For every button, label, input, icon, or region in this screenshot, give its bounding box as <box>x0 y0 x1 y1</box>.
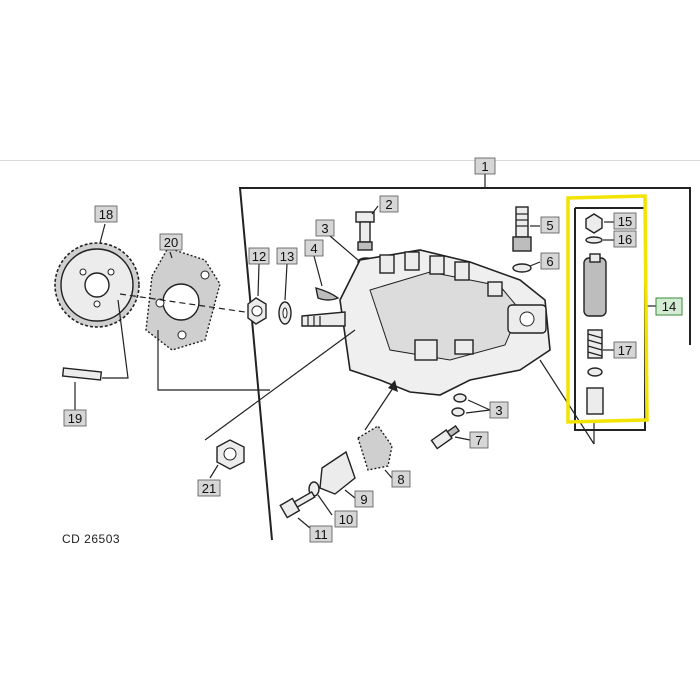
svg-text:16: 16 <box>618 232 632 247</box>
leader-6 <box>529 261 541 267</box>
svg-text:17: 17 <box>618 343 632 358</box>
callout-18: 18 <box>94 205 118 223</box>
leader-21-pump <box>204 329 356 441</box>
gear-nut <box>216 439 245 470</box>
nut-15 <box>585 213 603 234</box>
washer-13 <box>278 301 292 325</box>
svg-text:20: 20 <box>164 235 178 250</box>
callout-2: 2 <box>379 195 399 213</box>
washer-3-lower-a <box>453 393 467 403</box>
shutoff-solenoid-kit <box>574 207 646 431</box>
callout-21: 21 <box>197 479 221 497</box>
callout-7: 7 <box>469 431 489 449</box>
shaft-axis <box>119 293 246 313</box>
svg-text:12: 12 <box>252 249 266 264</box>
callout-4: 4 <box>304 239 324 257</box>
svg-text:2: 2 <box>385 197 392 212</box>
leader-21 <box>209 464 219 479</box>
svg-text:6: 6 <box>546 254 553 269</box>
leader-19b <box>102 299 129 379</box>
callout-6: 6 <box>540 252 560 270</box>
highlight-solenoid <box>566 194 649 424</box>
woodruff-key <box>315 287 340 301</box>
fitting-2 <box>355 211 375 251</box>
leader-9 <box>344 489 356 499</box>
cap-screw <box>279 490 316 519</box>
washer-6 <box>512 263 532 273</box>
callout-15: 15 <box>613 212 637 230</box>
cover-gasket <box>357 425 393 471</box>
nut-12 <box>247 297 267 325</box>
callout-3-top: 3 <box>315 219 335 237</box>
cover-plate <box>319 450 356 495</box>
svg-text:10: 10 <box>339 512 353 527</box>
fitting-5 <box>512 206 532 252</box>
svg-text:21: 21 <box>202 481 216 496</box>
callout-9: 9 <box>354 490 374 508</box>
leader-3b-a <box>467 399 491 411</box>
svg-text:18: 18 <box>99 207 113 222</box>
svg-text:15: 15 <box>618 214 632 229</box>
svg-text:1: 1 <box>481 159 488 174</box>
leader-3b-b <box>465 409 491 414</box>
leader-10 <box>317 494 333 516</box>
callout-11: 11 <box>309 525 333 543</box>
svg-text:3: 3 <box>495 403 502 418</box>
callout-17: 17 <box>613 341 637 359</box>
washer-16 <box>585 236 603 244</box>
arrow-shaft <box>364 384 396 431</box>
callout-3-lower: 3 <box>489 401 509 419</box>
callout-13: 13 <box>276 247 298 265</box>
leader-7 <box>454 436 471 441</box>
callout-20: 20 <box>159 233 183 251</box>
mounting-plate <box>145 247 221 351</box>
svg-text:4: 4 <box>310 241 317 256</box>
svg-text:13: 13 <box>280 249 294 264</box>
leader-8 <box>384 469 393 479</box>
callout-14: 14 <box>655 297 683 316</box>
injection-pump-body <box>301 249 551 396</box>
top-divider <box>0 160 700 161</box>
callout-1: 1 <box>474 157 496 175</box>
washer-3-lower-b <box>451 407 465 417</box>
leader-20 <box>169 251 173 259</box>
callout-5: 5 <box>540 216 560 234</box>
leader-4 <box>313 255 323 287</box>
callout-8: 8 <box>391 470 411 488</box>
solenoid-body <box>583 257 607 317</box>
svg-text:3: 3 <box>321 221 328 236</box>
svg-text:8: 8 <box>397 472 404 487</box>
callout-19: 19 <box>63 409 87 427</box>
svg-text:14: 14 <box>662 299 676 314</box>
arrow-head <box>388 380 398 392</box>
svg-text:9: 9 <box>360 492 367 507</box>
svg-text:7: 7 <box>475 433 482 448</box>
svg-text:19: 19 <box>68 411 82 426</box>
svg-text:5: 5 <box>546 218 553 233</box>
leader-20b <box>157 330 270 391</box>
figure-id: CD 26503 <box>62 532 121 546</box>
leader-18 <box>99 223 106 244</box>
timing-gear <box>54 242 140 328</box>
stud <box>61 367 103 381</box>
leader-12 <box>257 263 260 297</box>
leader-3a <box>329 235 359 261</box>
leader-11 <box>297 517 311 529</box>
callout-16: 16 <box>613 230 637 248</box>
assembly-frame <box>238 187 691 541</box>
callout-10: 10 <box>334 510 358 528</box>
plunger <box>586 387 604 415</box>
bleed-screw <box>430 424 460 450</box>
svg-text:11: 11 <box>314 527 328 542</box>
leader-2 <box>371 205 379 215</box>
callout-12: 12 <box>248 247 270 265</box>
leader-13 <box>284 263 288 301</box>
